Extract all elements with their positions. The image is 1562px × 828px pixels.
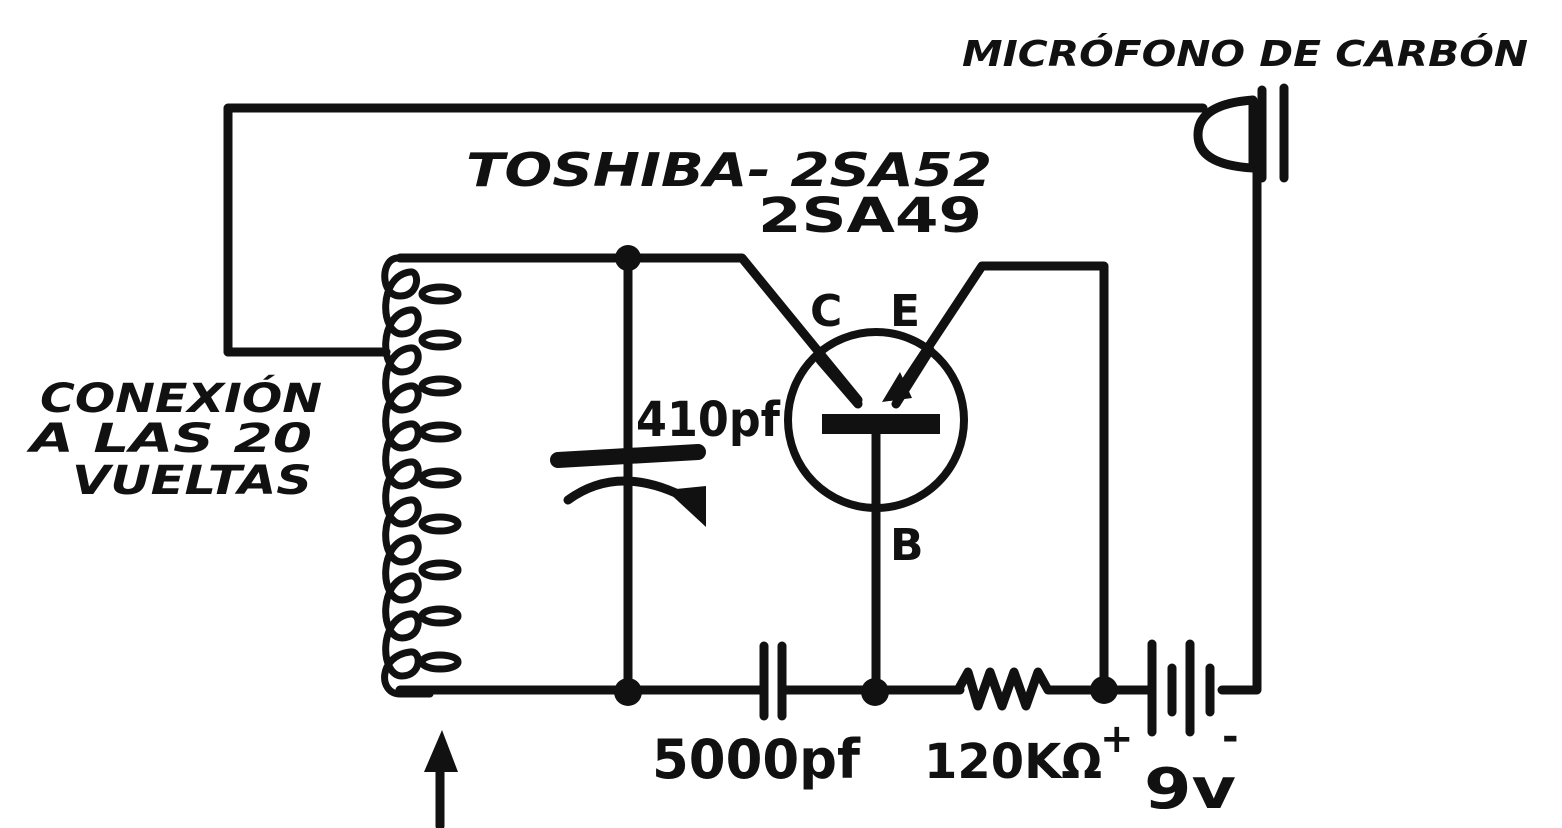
tap-label-line1: CONEXIÓN — [40, 374, 322, 422]
microphone-icon — [1193, 83, 1289, 183]
mic-to-battery-wire — [1217, 167, 1262, 695]
junction-bottom-left — [614, 678, 642, 706]
transistor-icon — [784, 328, 968, 695]
input-arrow-icon — [424, 730, 458, 828]
transistor-model-label: TOSHIBA- 2SA52 — [466, 143, 992, 197]
battery-icon — [1099, 639, 1215, 737]
coupling-capacitor-label: 5000pf — [652, 728, 860, 791]
resistor-label: 120KΩ — [924, 734, 1102, 790]
coupling-capacitor-icon — [759, 641, 787, 721]
collector-label: C — [810, 286, 842, 337]
battery-minus-label: - — [1222, 714, 1239, 760]
tap-label-line3: VUELTAS — [72, 458, 312, 504]
transistor-alt-model-label: 2SA49 — [758, 188, 982, 244]
base-label: B — [890, 520, 924, 571]
tap-label-line2: A LAS 20 — [26, 416, 312, 462]
variable-capacitor-label: 410pf — [636, 392, 781, 448]
microphone-label: MICRÓFONO DE CARBÓN — [962, 33, 1528, 75]
mic-feed-wire — [223, 103, 1208, 357]
battery-plus-label: + — [1100, 716, 1134, 762]
emitter-label: E — [890, 286, 920, 337]
battery-voltage-label: 9v — [1144, 757, 1236, 822]
emitter-wire — [895, 261, 1109, 695]
variable-capacitor-icon — [550, 444, 706, 527]
coil-icon — [381, 254, 462, 698]
resistor-icon — [953, 667, 1109, 711]
